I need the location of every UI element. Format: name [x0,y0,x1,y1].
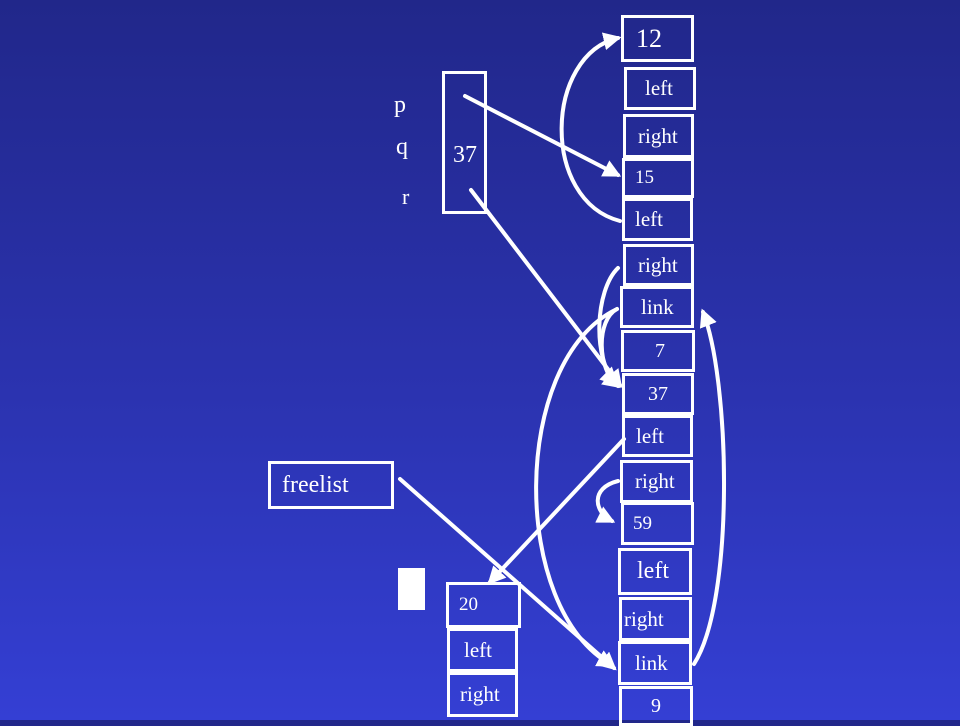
arrow-freelist-to-link [398,477,617,671]
cell-text: 59 [633,512,652,534]
cell-right-2: right [623,244,694,286]
cell-text: right [638,123,678,148]
cell-37: 37 [622,373,694,415]
arrow-left-to-12 [559,32,622,223]
cell-text: left [635,207,663,231]
cell-text: left [464,637,492,662]
arrow-link2-to-link1 [692,308,726,666]
var-r-label: r [402,184,410,209]
cell-link-1: link [620,286,694,328]
cell-text: 7 [655,339,665,362]
arrow-right-to-59 [595,479,620,523]
arrow-link-to-37 [599,307,621,389]
cell-text: 9 [651,694,661,717]
freelist-label: freelist [282,471,349,498]
cell-text: left [637,558,669,584]
freenode-left: left [447,628,518,672]
cell-15: 15 [622,158,694,198]
freelist-box: freelist [268,461,394,509]
cell-text: right [635,469,675,493]
cell-left-1: left [624,67,696,110]
cell-left-2: left [622,198,693,241]
cell-7: 7 [621,330,695,372]
pointer-variable-value: 37 [453,142,477,168]
cell-text: left [636,423,664,448]
arrow-left-to-20 [487,437,626,585]
cell-12: 12 [621,15,694,62]
text-cursor [398,568,425,610]
pointer-variable-box: 37 [442,71,487,214]
arrow-var-to-37 [469,188,623,388]
arrow-var-to-15 [463,94,622,177]
freenode-20: 20 [446,582,521,628]
cell-text: 37 [648,382,668,405]
cell-text: 20 [459,594,478,615]
cell-text: 12 [636,23,662,53]
cell-59: 59 [621,502,694,545]
cell-right-3: right [620,460,693,503]
cell-text: link [641,294,674,319]
cell-right-1: right [623,114,694,158]
var-q-label: q [396,134,408,160]
cell-text: left [645,76,673,100]
var-p-label: p [394,92,406,118]
cell-text: link [635,650,668,675]
cell-text: right [460,682,500,706]
cell-link-2: link [618,641,692,685]
freenode-right: right [447,672,518,717]
cell-left-4: left [618,548,692,595]
arrow-right-to-37 [597,266,620,386]
cell-right-4: right [619,597,692,641]
cell-left-3: left [622,415,693,457]
cell-text: 15 [635,167,654,188]
cell-text: right [624,606,664,631]
cell-text: right [638,252,678,277]
